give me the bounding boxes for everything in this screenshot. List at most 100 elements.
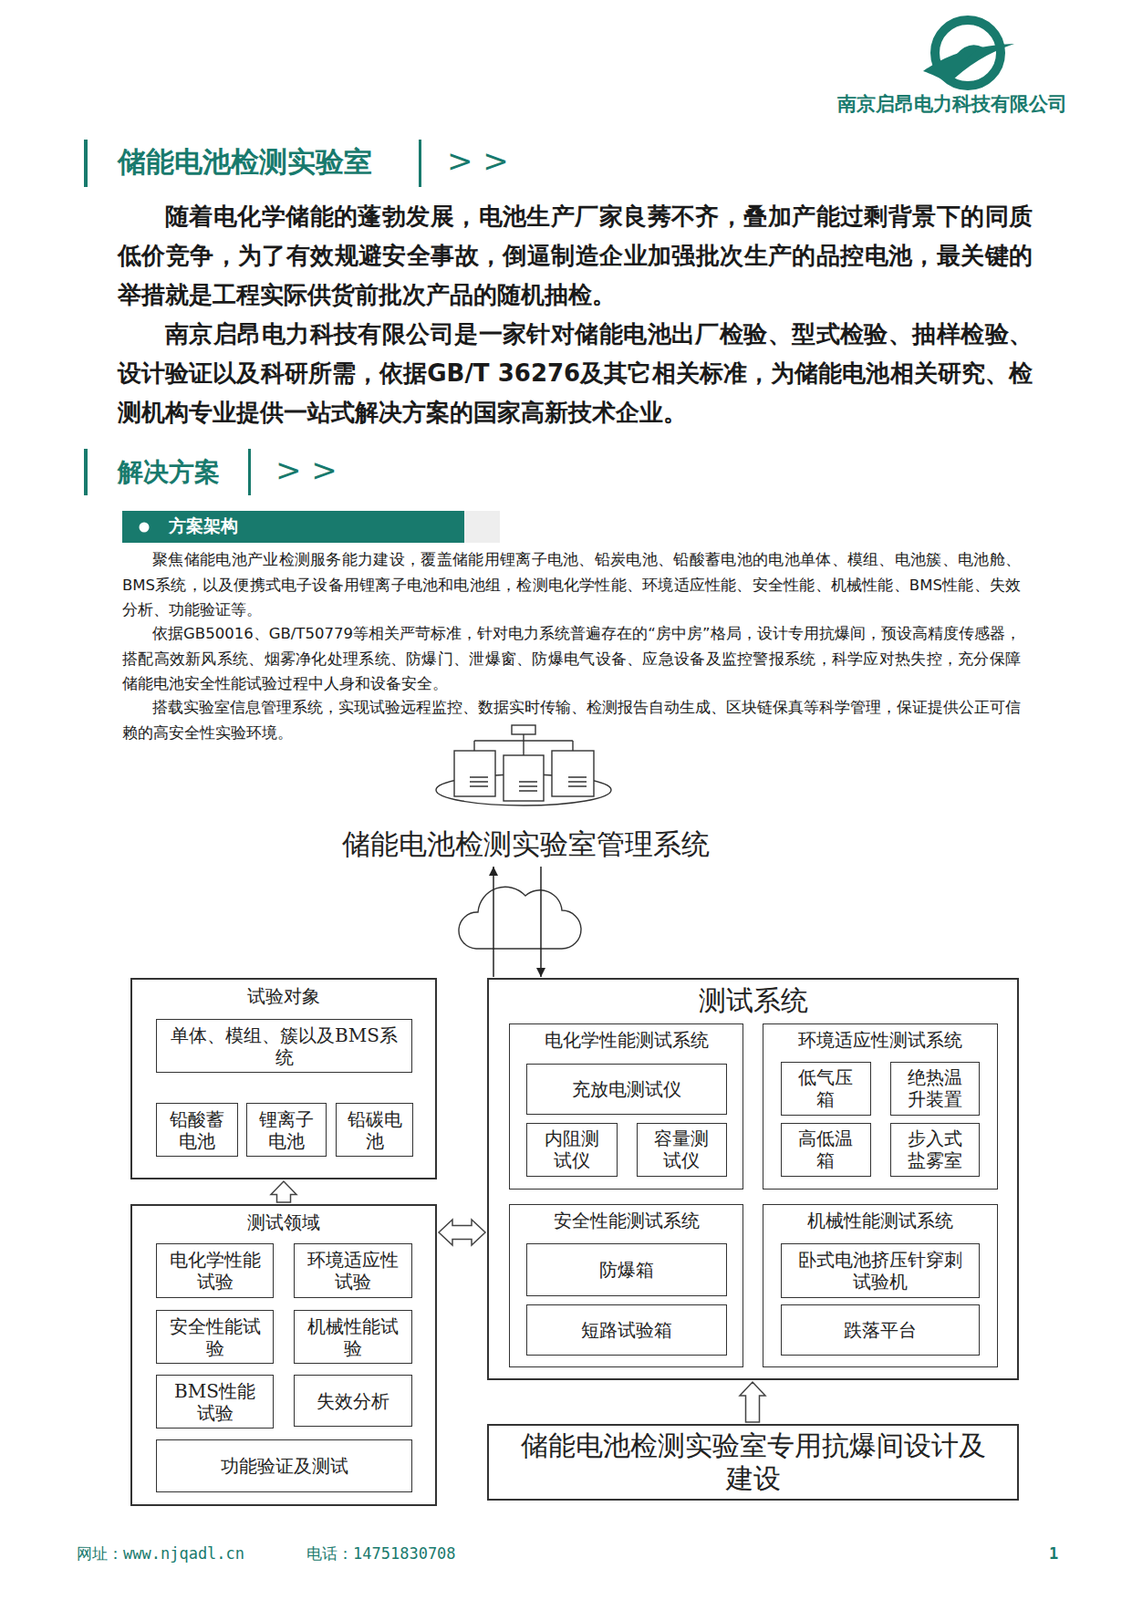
group-heading: 测试系统 (488, 984, 1018, 1018)
node-label: 安全性能试验 (167, 1315, 262, 1360)
process-box: 跌落平台 (780, 1304, 980, 1356)
group-heading: 测试领域 (132, 1211, 436, 1234)
process-box: 铅碳电池 (335, 1102, 414, 1157)
node-label: 环境适应性试验 (305, 1248, 401, 1293)
process-box: 容量测试仪 (636, 1122, 727, 1177)
group-box: 安全性能测试系统防爆箱短路试验箱 (508, 1204, 744, 1368)
node-label: 容量测试仪 (646, 1127, 717, 1172)
network-wire (571, 740, 573, 751)
system-title: 储能电池检测实验室管理系统 (324, 823, 727, 866)
server-box (454, 750, 496, 797)
process-box: 绝热温升装置 (890, 1061, 980, 1116)
bullet (139, 522, 150, 533)
process-box: 电化学性能试验 (155, 1243, 274, 1299)
group-box: 试验对象单体、模组、簇以及BMS系统铅酸蓄电池锂离子电池铅碳电池 (130, 977, 437, 1180)
node-label: 内阻测试仪 (536, 1127, 608, 1172)
process-box: 防爆箱 (526, 1243, 727, 1297)
node-label: 充放电测试仪 (571, 1078, 682, 1101)
node-label: 机械性能试验 (305, 1315, 401, 1360)
group-heading: 电化学性能测试系统 (509, 1028, 743, 1051)
heading-bar (83, 448, 88, 496)
footer-phone: 电话：14751830708 (306, 1544, 457, 1563)
heading-separator (248, 448, 251, 496)
server-box (503, 755, 544, 801)
network-wire (522, 734, 524, 741)
group-box: 测试领域电化学性能试验环境适应性试验安全性能试验机械性能试验 BMS性能试验 失效分… (130, 1204, 437, 1506)
process-box: 机械性能试验 (293, 1309, 413, 1364)
band-title: 方案架构 (168, 515, 239, 537)
process-box: 低气压箱 (780, 1061, 872, 1116)
group-heading: 安全性能测试系统 (509, 1209, 743, 1232)
node-label: 短路试验箱 (581, 1318, 673, 1341)
intro-paragraph: 南京启昂电力科技有限公司是一家针对储能电池出厂检验、型式检验、抽样检验、设计验证… (117, 314, 1033, 433)
process-box: 内阻测试仪 (526, 1122, 618, 1177)
node-label: 卧式电池挤压针穿刺试验机 (790, 1248, 970, 1293)
server-icon (436, 725, 612, 806)
node-label: 功能验证及测试 (220, 1454, 349, 1477)
heading-separator (418, 139, 422, 187)
group-heading: 机械性能测试系统 (763, 1209, 997, 1232)
process-box: 安全性能试验 (155, 1309, 274, 1364)
chevron-mark: > > (275, 451, 338, 489)
arrow-line (492, 866, 495, 977)
node-label: 储能电池检测实验室专用抗爆间设计及建设 (516, 1429, 990, 1496)
node-label: 电化学性能试验 (167, 1248, 262, 1293)
arrow-line (540, 866, 542, 977)
node-label: 步入式盐雾室 (900, 1127, 970, 1172)
process-box: 环境适应性试验 (293, 1243, 413, 1299)
process-box: 高低温箱 (780, 1122, 872, 1177)
block-arrow (739, 1381, 766, 1423)
block-arrow (270, 1181, 297, 1203)
node-label: 锂离子电池 (256, 1108, 317, 1153)
node-label: 高低温箱 (790, 1127, 862, 1172)
group-box: 环境适应性测试系统低气压箱绝热温升装置高低温箱步入式盐雾室 (762, 1023, 998, 1190)
node-label: 铅酸蓄电池 (166, 1108, 229, 1153)
section-heading: 解决方案 (117, 456, 220, 489)
process-box: 锂离子电池 (246, 1102, 327, 1157)
node-label: 防爆箱 (599, 1258, 655, 1281)
group-heading: 环境适应性测试系统 (763, 1028, 997, 1051)
node-label: 低气压箱 (790, 1066, 862, 1111)
process-box: 铅酸蓄电池 (155, 1102, 239, 1157)
process-box: 储能电池检测实验室专用抗爆间设计及建设 (487, 1423, 1019, 1501)
node-label: 跌落平台 (843, 1318, 917, 1341)
server-slots (469, 777, 587, 791)
heading-bar (83, 139, 88, 187)
company-name: 南京启昂电力科技有限公司 (837, 93, 1068, 116)
process-box: 步入式盐雾室 (890, 1122, 980, 1177)
node-label: 铅碳电池 (343, 1108, 406, 1153)
network-wire (522, 740, 524, 756)
node-label: 储能电池检测实验室管理系统 (342, 827, 710, 862)
node-label: 绝热温升装置 (900, 1066, 970, 1111)
process-box: 短路试验箱 (526, 1304, 727, 1356)
band (122, 510, 465, 543)
network-wire (473, 740, 475, 751)
block-arrow (438, 1219, 486, 1246)
cloud (458, 886, 582, 949)
group-box: 测试系统电化学性能测试系统充放电测试仪内阻测试仪容量测试仪环境适应性测试系统低气… (487, 977, 1019, 1381)
process-box: 充放电测试仪 (526, 1063, 727, 1115)
process-box: BMS性能试验 (155, 1374, 274, 1429)
node-label: 失效分析 (316, 1390, 390, 1413)
body-text: 聚焦储能电池产业检测服务能力建设，覆盖储能用锂离子电池、铅炭电池、铅酸蓄电池的电… (122, 547, 1021, 624)
node-label: 单体、模组、簇以及BMS系统 (164, 1024, 405, 1069)
logo-swoosh (923, 43, 1015, 84)
network-hub (511, 725, 536, 735)
chevron-mark: > > (446, 142, 509, 180)
body-text: 搭载实验室信息管理系统，实现试验远程监控、数据实时传输、检测报告自动生成、区块链… (122, 695, 1021, 746)
group-box: 电化学性能测试系统充放电测试仪内阻测试仪容量测试仪 (508, 1023, 744, 1190)
node-label: BMS性能试验 (167, 1380, 262, 1424)
page-heading: 储能电池检测实验室 (117, 145, 373, 179)
group-heading: 试验对象 (132, 985, 436, 1008)
intro-paragraph: 随着电化学储能的蓬勃发展，电池生产厂家良莠不齐，叠加产能过剩背景下的同质低价竞争… (117, 197, 1033, 315)
page-number: 1 (1048, 1544, 1059, 1563)
logo-mark (955, 44, 984, 63)
process-box: 失效分析 (293, 1374, 413, 1427)
process-box: 功能验证及测试 (155, 1439, 413, 1493)
band-shade (464, 510, 500, 543)
group-box: 机械性能测试系统卧式电池挤压针穿刺试验机跌落平台 (762, 1204, 998, 1368)
process-box: 单体、模组、簇以及BMS系统 (155, 1018, 413, 1073)
server-box (551, 750, 594, 797)
